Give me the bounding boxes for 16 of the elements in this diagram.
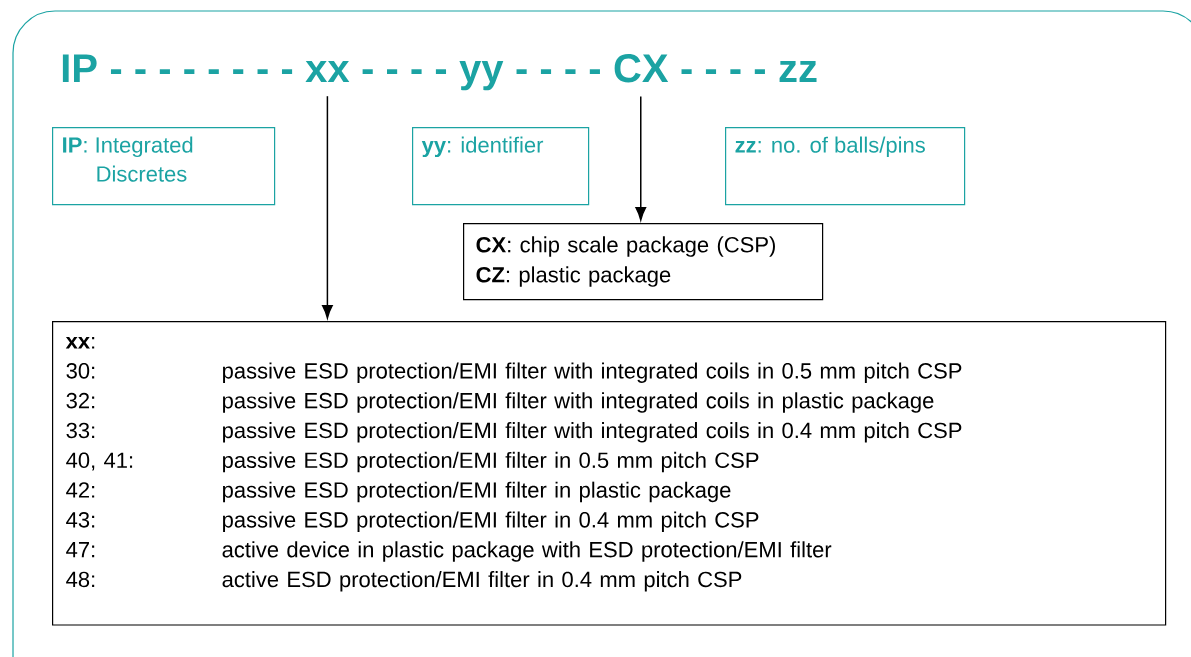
code-letters: IP xyxy=(62,54,97,82)
dash-separator: - - - - xyxy=(681,69,765,74)
arrow xyxy=(635,95,647,221)
description-box: yy: identifier xyxy=(412,127,590,206)
description-box: zz: no. of balls/pins xyxy=(725,127,966,206)
code-letters: zz xyxy=(779,60,817,82)
arrow xyxy=(321,95,333,319)
dash-separator: - - - - xyxy=(362,69,447,74)
code-letters: yy xyxy=(459,60,504,91)
code-table-box: xx: 30: passive ESD protection/EMI filter with integrated coils in 0.5 mm pitch CSP 32: passive ESD protection/EMI filter with integrated coils in plastic package 33: passive ESD protection/EMI filter with integrated coils in 0.4 mm pitch CSP 40, 41: passive ESD protection/EMI filter in 0.5 mm pitch CSP 42: passive ESD protection/EMI filter in plastic package 43: passive ESD protection/EMI filter in 0.4 mm pitch CSP 47: active device in plastic package with ESD protection/EMI filter 48: active ESD protection/EMI filter in 0.4 mm pitch CSP xyxy=(52,321,1167,626)
dash-separator: - - - - - - - - xyxy=(110,69,293,74)
description-box: IP: Integrated Discretes xyxy=(52,127,276,206)
package-box: CX: chip scale package (CSP) CZ: plastic package xyxy=(463,223,824,301)
dash-separator: - - - - xyxy=(516,69,600,74)
code-letters: CX xyxy=(614,54,669,83)
code-letters: xx xyxy=(305,60,350,82)
